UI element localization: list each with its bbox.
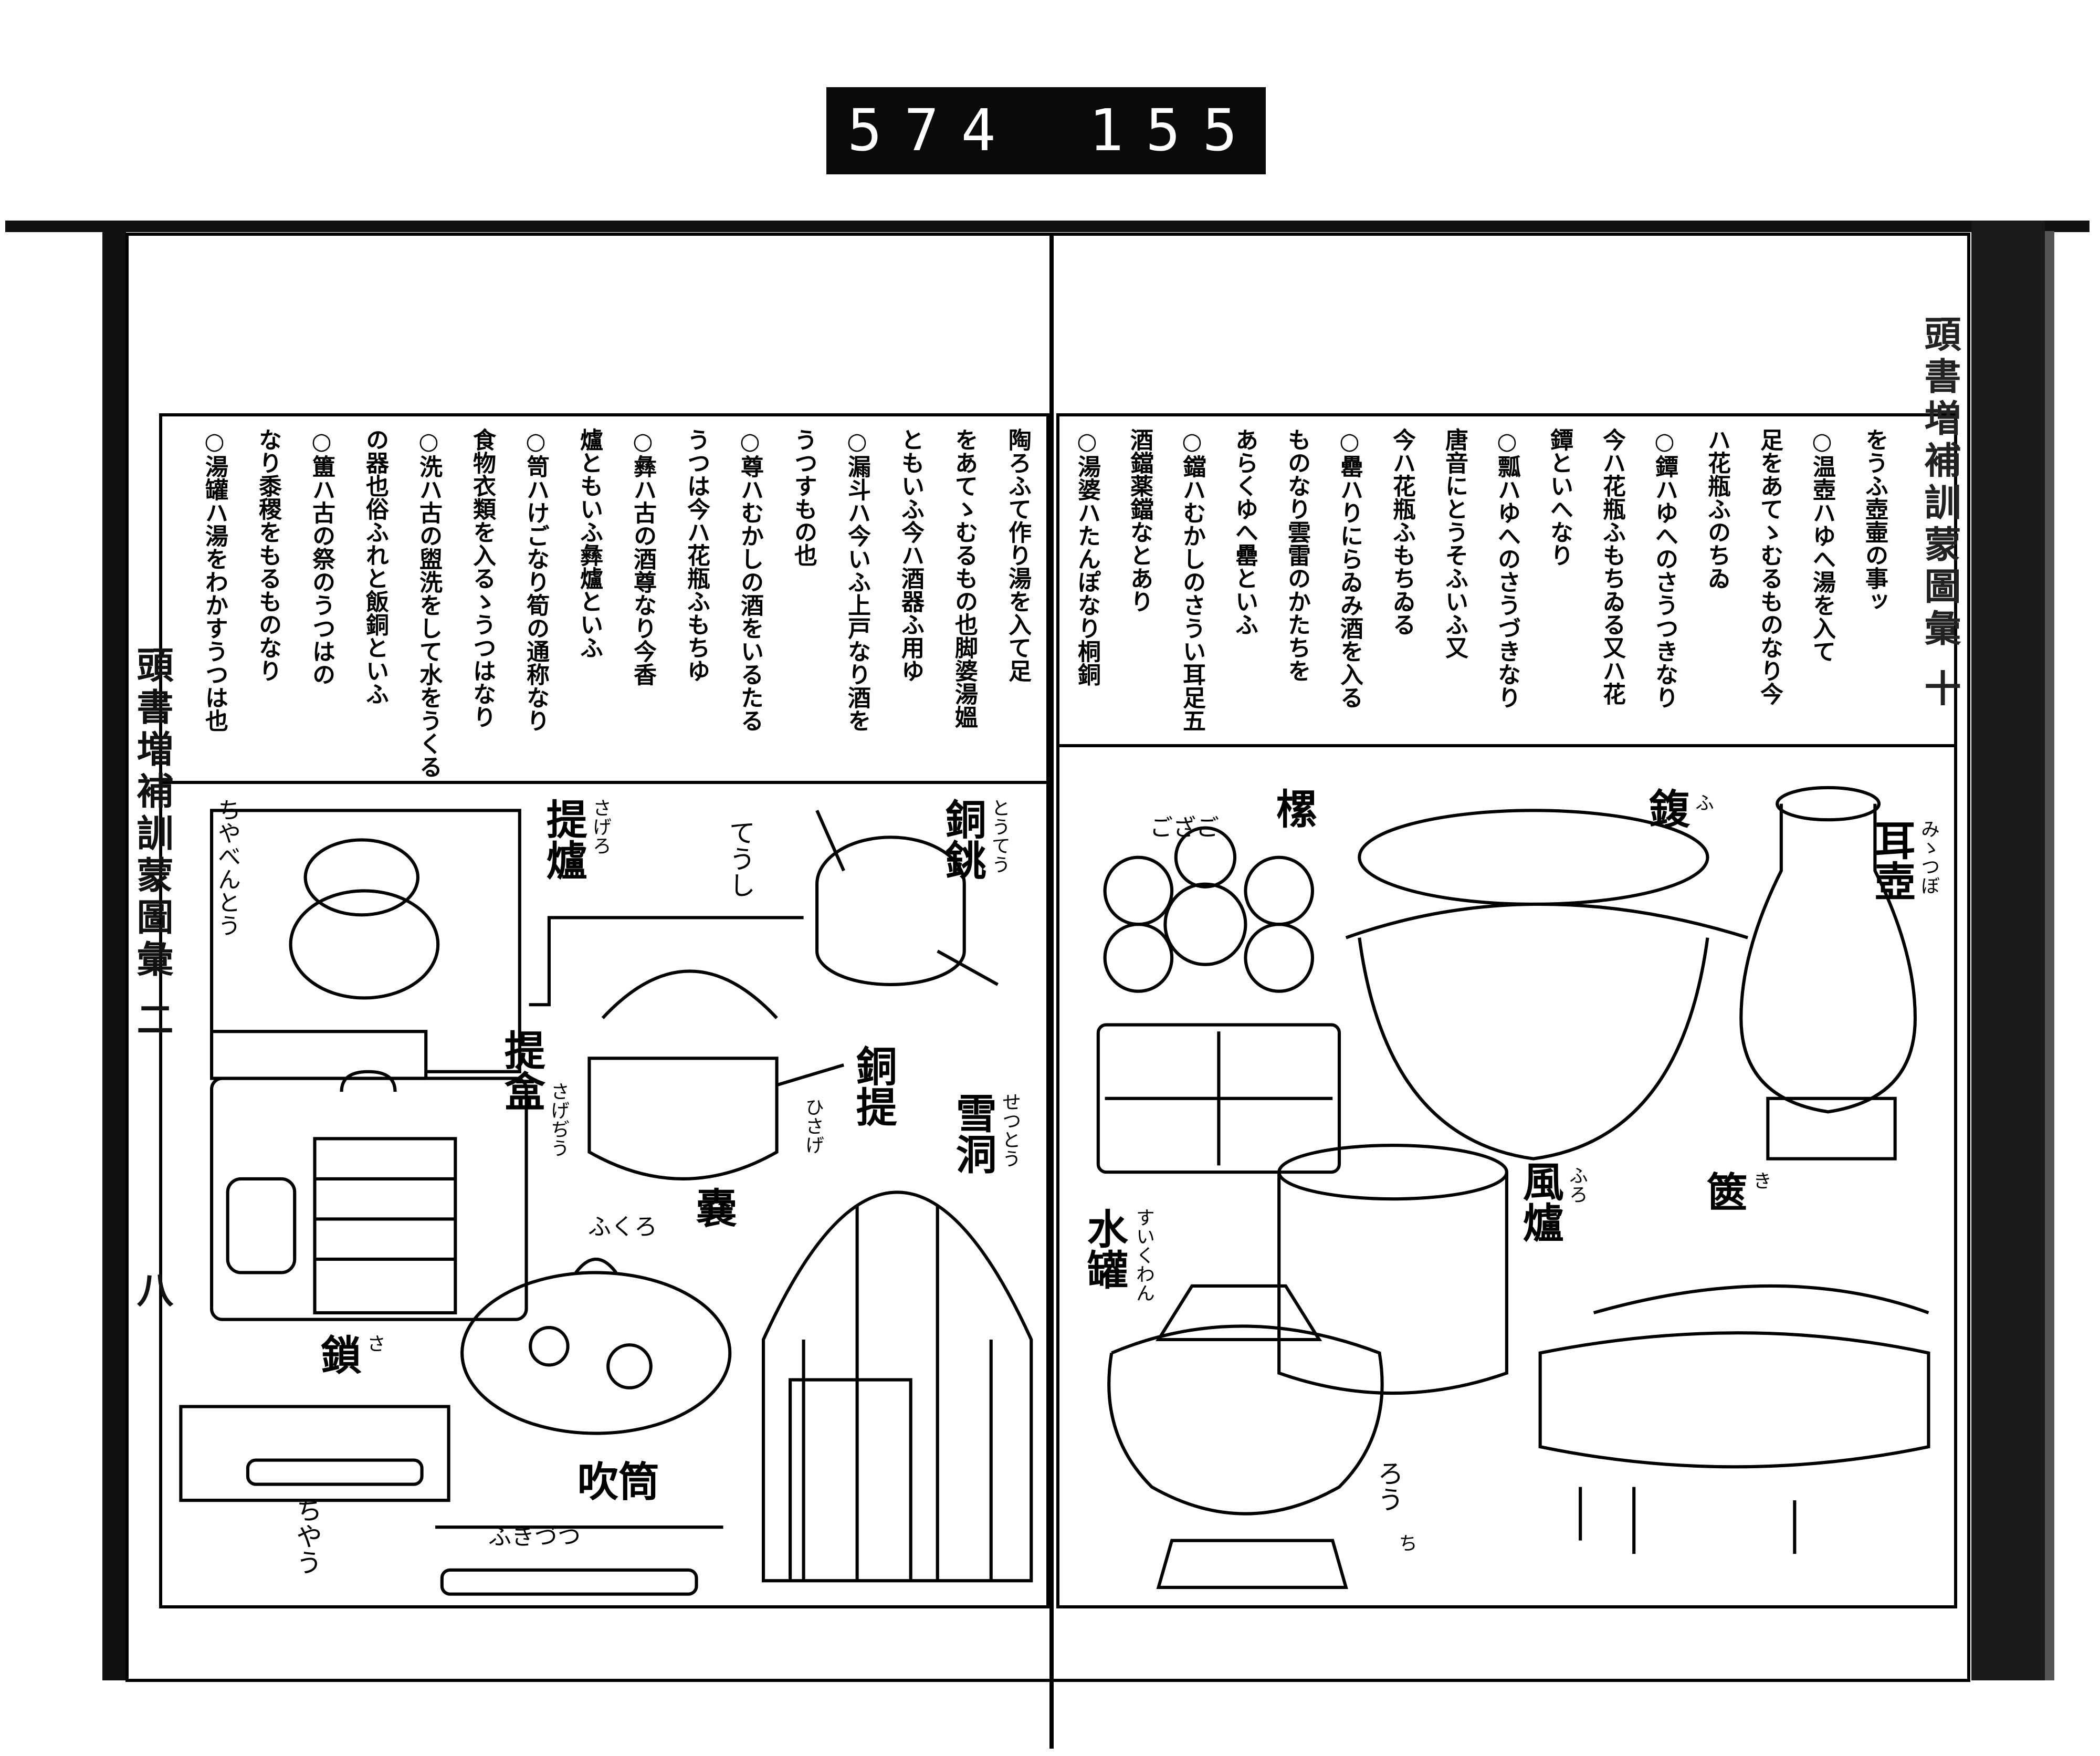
reading-rou: ち [1395, 1533, 1417, 1552]
tea-box-illustration [209, 809, 528, 1321]
label-copper-kettle: 銅提 [849, 1045, 897, 1127]
right-text-column: 唐音にとうそふいふ又 [1441, 428, 1468, 659]
right-text-column: ○鐺ハむかしのさうい耳足五 [1179, 428, 1205, 732]
label-cauldron: 鍑 [1642, 788, 1690, 829]
reading-lock: さ [364, 1334, 385, 1353]
label-tray: 樏 [1269, 788, 1317, 829]
catalog-number-plate: 574 155. [826, 87, 1294, 174]
left-text-column: ともいふ今ハ酒器ふ用ゆ [897, 428, 924, 682]
reading-vessel: き [1750, 1171, 1771, 1190]
label-brazier: 風爐 [1516, 1161, 1564, 1242]
left-text-column: ○洗ハ古の盥洗をして水をうくる [415, 428, 442, 778]
plate-left-number: 574 [847, 97, 1018, 164]
right-text-column: ○温壺ハゆへ湯を入て [1809, 428, 1835, 663]
reading-eared-vase: みゝつぼ [1918, 819, 1939, 895]
label-vessel: 篋 [1699, 1171, 1748, 1212]
left-text-column: ○簠ハ古の祭のうつはの [308, 428, 335, 686]
left-text-column: ○笥ハけごなり筍の通称なり [522, 428, 549, 732]
right-text-column: ものなり雲雷のかたちを [1284, 428, 1310, 682]
right-text-column: 鐔といへなり [1546, 428, 1573, 567]
label-copper-pourer: 銅銚 [938, 798, 986, 880]
right-text-column: ○鐔ハゆへのさうつきなり [1651, 428, 1678, 709]
left-text-column: 陶ろふて作り湯を入て足 [1004, 428, 1031, 682]
left-text-column: 爐ともいふ彝爐といふ [576, 428, 603, 659]
brazier-illustration [1277, 1144, 1508, 1395]
left-text-column: ○尊ハむかしの酒をいるたる [737, 428, 763, 732]
label-water-jar: 水罐 [1080, 1208, 1128, 1290]
right-text-column: ハ花瓶ふのちゐ [1704, 428, 1730, 590]
page-mark: 八 [131, 1271, 174, 1313]
right-text-column: 酒鐺薬鐺なとあり [1126, 428, 1153, 613]
right-text-column: ○湯婆ハたんぽなり桐銅 [1074, 428, 1100, 686]
reading-brazier: ふろ [1566, 1166, 1588, 1204]
label-eared-vase: 耳壺 [1867, 819, 1916, 901]
label-carry-box: 提盒 [497, 1029, 545, 1111]
right-text-column: 足をあてゝむるものなり今 [1756, 428, 1783, 705]
label-lantern: 雪洞 [949, 1092, 997, 1174]
copper-pourer-illustration [529, 810, 999, 1007]
label-sake-pourer: てうし [725, 819, 755, 898]
left-text-column: うつは今ハ花瓶ふもちゆ [683, 428, 710, 682]
right-text-column: をうふ壺壷の事ッ [1861, 428, 1888, 613]
stacking-trays-illustration [1096, 826, 1341, 1174]
label-blowpipe: 吹筒 [578, 1458, 660, 1506]
pouch-illustration [460, 1258, 732, 1435]
left-text-column: うつすもの也 [790, 428, 817, 567]
right-text-column: あらくゆへ罍といふ [1231, 428, 1258, 636]
reading-tray: ござご [1150, 814, 1219, 841]
blowpipe-illustration [435, 1525, 723, 1596]
reading-copper-pourer: とうてう [989, 798, 1010, 874]
top-rule [5, 221, 2090, 232]
reading-portable-brazier: さげろ [590, 798, 611, 855]
kettle-illustration [587, 969, 845, 1180]
right-side-title: 頭書増補訓蒙圖彙 十 [1918, 315, 1962, 712]
left-text-column: なり黍稷をもるものなり [255, 428, 281, 682]
left-text-column: ○彝ハ古の酒尊なり今香 [629, 428, 656, 686]
label-portable-brazier: 提爐 [539, 798, 587, 880]
reading-pouch: ふくろ [588, 1214, 657, 1240]
right-text-column: 今ハ花瓶ふもちゐる又ハ花 [1599, 428, 1625, 705]
reading-blowpipe: ふきづつ [488, 1523, 581, 1550]
water-jar-illustration [1107, 1284, 1384, 1589]
outer-frame [125, 233, 1970, 1682]
reading-water-jar: すいくわん [1133, 1208, 1154, 1302]
vase-illustration [1739, 786, 1917, 1161]
left-text-column: 食物衣類を入るゝうつはなり [469, 428, 496, 728]
incense-burner-illustration [1538, 1284, 1930, 1554]
reading-cauldron: ふ [1692, 793, 1714, 812]
cauldron-illustration [1345, 809, 1748, 1161]
left-side-title: 頭書増補訓蒙圖彙 二 [131, 646, 174, 1042]
label-chau: ちやう [292, 1497, 322, 1575]
right-text-column: 今ハ花瓶ふもちゐる [1389, 428, 1415, 636]
left-text-column: ○漏斗ハ今いふ上戸なり酒を [844, 428, 870, 732]
label-lock: 鎖 [313, 1334, 362, 1375]
right-binding-edge [1971, 221, 2045, 1680]
reading-copper-kettle: ひさげ [802, 1098, 824, 1154]
plate-right-number: 155. [1089, 97, 1316, 164]
label-tea-box: ちやべんとう [214, 798, 240, 937]
left-text-column: をあてゝむるもの也脚婆湯媼 [951, 428, 978, 728]
right-page-panel [1056, 413, 1957, 1608]
label-rou: ろう [1373, 1460, 1404, 1512]
reading-lantern: せつとう [999, 1092, 1021, 1168]
right-binding-shadow [2045, 231, 2054, 1680]
label-pouch: 嚢 [689, 1187, 737, 1228]
left-text-column: の器也俗ふれと飯銅といふ [362, 428, 388, 705]
left-text-column: ○湯罐ハ湯をわかすうつは也 [201, 428, 228, 732]
right-text-column: ○罍ハりにらゐみ酒を入る [1336, 428, 1363, 709]
lock-illustration [179, 1405, 450, 1502]
left-page-panel [159, 413, 1049, 1608]
right-text-column: ○瓢ハゆへのさうづきなり [1494, 428, 1520, 709]
lantern-cage-illustration [762, 1190, 1033, 1583]
left-binding-edge [102, 231, 126, 1680]
reading-carry-box: さげぢう [548, 1082, 569, 1157]
